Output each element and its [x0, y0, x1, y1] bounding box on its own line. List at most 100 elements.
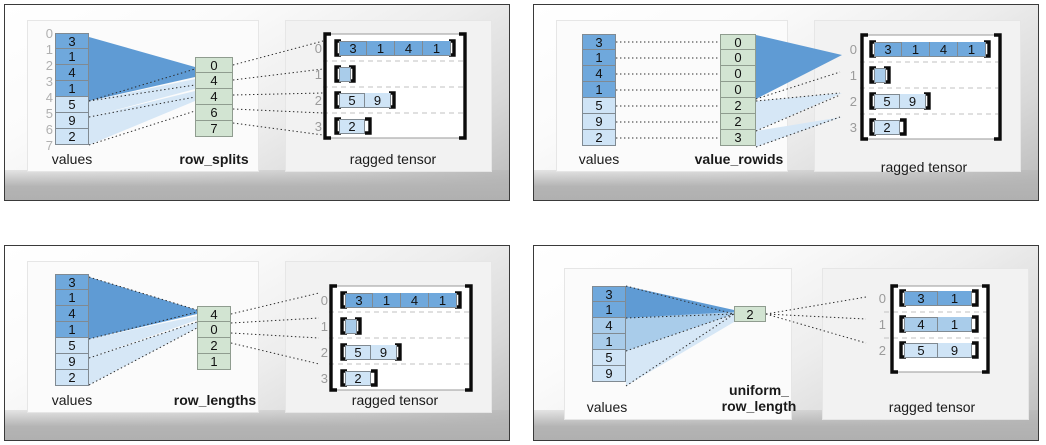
value-cell: 1 [55, 81, 89, 97]
panel-bottom-shade [5, 410, 509, 440]
encoding-cell: 2 [720, 98, 756, 114]
tensor-row: 5 9 [345, 345, 397, 360]
tensor-cell: 1 [373, 293, 401, 308]
encoding-cell: 6 [195, 105, 233, 121]
panel-uniform-row-length: 3 1 4 1 5 9 2 0 1 2 3 1 [533, 245, 1039, 441]
tensor-cell: 9 [938, 343, 972, 358]
value-cell: 3 [582, 34, 616, 50]
tensor-cell: 9 [371, 345, 397, 360]
values-caption: values [51, 151, 93, 167]
tensor-cell: 5 [874, 94, 900, 109]
tensor-row-index: 2 [320, 345, 328, 360]
tensor-row: 2 [874, 120, 900, 135]
value-cell: 2 [582, 130, 616, 146]
tensor-cell: 2 [874, 120, 900, 135]
encoding-caption: uniform_ row_length [694, 382, 824, 414]
tensor-cell: 2 [339, 119, 365, 134]
gutter-index: 4 [45, 90, 53, 105]
value-cell: 9 [55, 113, 89, 129]
tensor-cell: 4 [395, 41, 423, 56]
encoding-cell: 1 [197, 354, 231, 370]
panel-bottom-shade [534, 170, 1038, 200]
value-cell: 1 [55, 290, 89, 306]
value-cell: 1 [582, 50, 616, 66]
values-caption: values [578, 151, 620, 167]
value-cell: 3 [55, 33, 89, 49]
tensor-brackets [329, 284, 473, 392]
tensor-cell-empty [874, 68, 886, 83]
values-caption: values [51, 392, 93, 408]
encoding-cell: 0 [720, 82, 756, 98]
tensor-row-index: 3 [314, 119, 322, 134]
tensor-row-index: 1 [320, 319, 328, 334]
encoding-cell: 0 [720, 34, 756, 50]
value-cell: 1 [592, 302, 626, 318]
encoding-column-row-splits: 0 4 4 6 7 [195, 57, 233, 137]
encoding-cell: 3 [720, 130, 756, 146]
tensor-row: 3 1 4 1 [345, 293, 457, 308]
value-cell: 3 [55, 274, 89, 290]
tensor-cell: 1 [958, 42, 986, 57]
encoding-column-value-rowids: 0 0 0 0 2 2 3 [720, 34, 756, 146]
tensor-cell: 4 [930, 42, 958, 57]
tensor-cell: 3 [339, 41, 367, 56]
tensor-cell-empty [339, 67, 351, 82]
encoding-cell: 0 [195, 57, 233, 73]
tensor-cell: 5 [904, 343, 938, 358]
connector-layer [625, 285, 867, 387]
tensor-row-index: 3 [849, 120, 857, 135]
tensor-row-index: 3 [320, 371, 328, 386]
encoding-cell: 4 [195, 89, 233, 105]
panel-row-lengths: 3 1 4 1 5 9 2 4 0 2 1 [4, 245, 510, 441]
tensor-cell: 9 [365, 93, 391, 108]
tensor-row-index: 2 [878, 343, 886, 358]
encoding-cell: 7 [195, 121, 233, 137]
values-caption: values [586, 399, 628, 415]
tensor-cell: 1 [367, 41, 395, 56]
gutter-index: 7 [45, 138, 53, 153]
tensor-cell: 5 [345, 345, 371, 360]
gutter-index: 1 [45, 42, 53, 57]
encoding-cell: 2 [734, 306, 766, 322]
tensor-row-index: 2 [849, 94, 857, 109]
tensor-caption: ragged tensor [888, 399, 976, 415]
gutter-index: 3 [45, 74, 53, 89]
tensor-cell: 5 [339, 93, 365, 108]
tensor-row-index: 1 [849, 68, 857, 83]
tensor-cell: 1 [423, 41, 451, 56]
values-column: 3 1 4 1 5 9 2 [582, 34, 616, 146]
value-cell: 4 [582, 66, 616, 82]
value-cell: 5 [592, 350, 626, 366]
value-cell: 9 [592, 366, 626, 382]
tensor-cell: 3 [904, 291, 938, 306]
tensor-cell: 2 [345, 371, 371, 386]
encoding-caption-line2: row_length [721, 397, 797, 414]
tensor-row-empty [874, 68, 886, 83]
tensor-cell: 1 [938, 291, 972, 306]
tensor-caption: ragged tensor [351, 392, 439, 408]
encoding-cell: 4 [195, 73, 233, 89]
tensor-row-empty [339, 67, 351, 82]
tensor-row-empty [345, 319, 357, 334]
value-cell: 1 [592, 334, 626, 350]
value-cell: 9 [582, 114, 616, 130]
tensor-row: 5 9 [339, 93, 391, 108]
tensor-row-index: 2 [314, 93, 322, 108]
tensor-cell-empty [345, 319, 357, 334]
encoding-cell: 2 [720, 114, 756, 130]
encoding-caption: row_lengths [173, 392, 257, 408]
value-cell: 1 [55, 49, 89, 65]
value-cell: 9 [55, 354, 89, 370]
gutter-index: 2 [45, 58, 53, 73]
encoding-cell: 0 [197, 322, 231, 338]
tensor-row-index: 0 [314, 41, 322, 56]
panel-row-splits: 0 1 2 3 4 5 6 7 3 1 4 1 [4, 4, 510, 201]
tensor-row-index: 1 [314, 67, 322, 82]
tensor-caption: ragged tensor [880, 159, 968, 175]
tensor-caption: ragged tensor [349, 151, 437, 167]
tensor-cell: 4 [904, 317, 938, 332]
value-cell: 1 [582, 82, 616, 98]
tensor-row-index: 0 [320, 293, 328, 308]
tensor-cell: 1 [902, 42, 930, 57]
